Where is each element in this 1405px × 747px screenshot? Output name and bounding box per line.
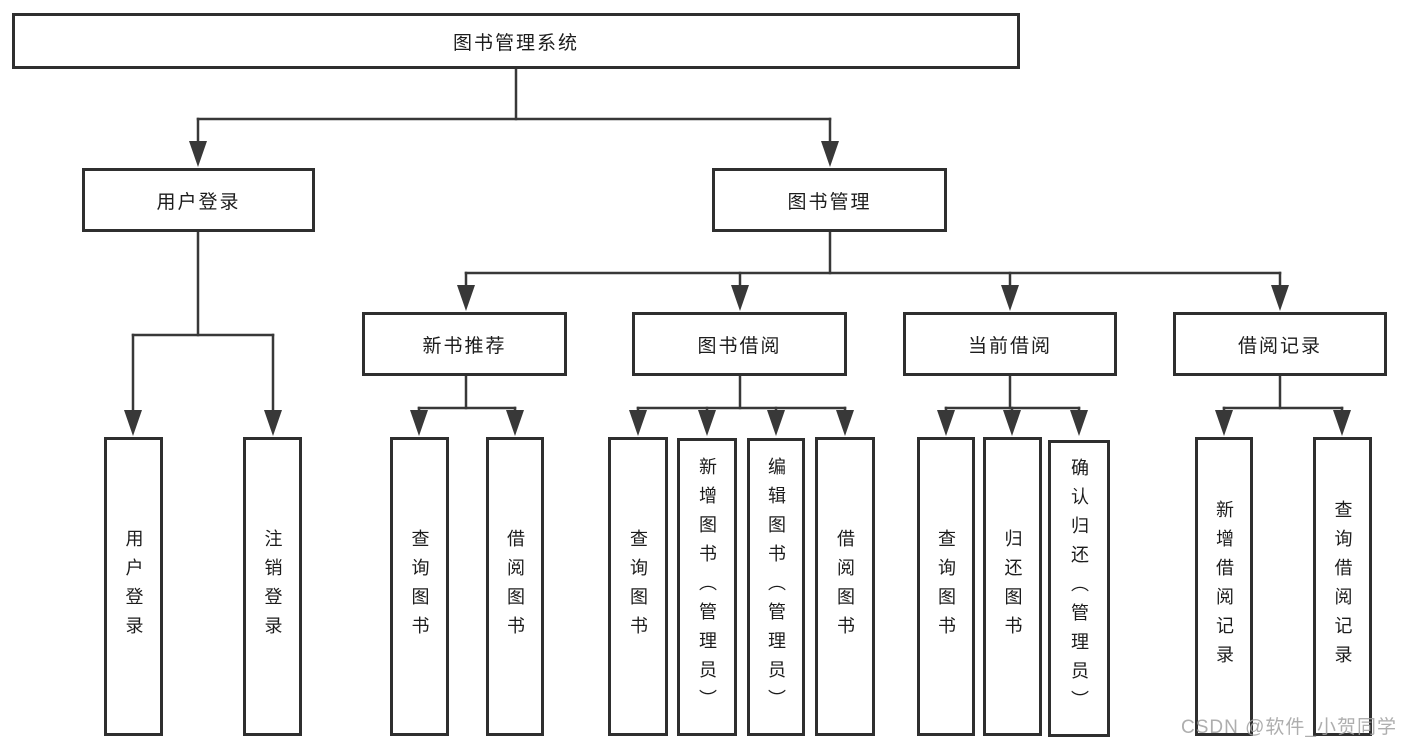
node-book-management: 图书管理 xyxy=(712,168,947,232)
connector-root-to-level2 xyxy=(196,68,832,150)
node-label: 归还图书 xyxy=(1002,528,1023,645)
leaf-query-borrow-record: 查询借阅记录 xyxy=(1313,437,1372,736)
node-user-login: 用户登录 xyxy=(82,168,315,232)
node-label: 借阅图书 xyxy=(505,528,525,645)
node-label: 用户登录 xyxy=(156,191,241,213)
node-label: 编辑图书（管理员） xyxy=(766,456,786,718)
connector-records-to-leaves xyxy=(1222,374,1344,420)
leaf-query-books-current: 查询图书 xyxy=(917,437,975,736)
leaf-confirm-return-admin: 确认归还（管理员） xyxy=(1048,440,1110,737)
node-root: 图书管理系统 xyxy=(12,13,1020,69)
node-label: 注销登录 xyxy=(262,528,283,645)
node-label: 借阅图书 xyxy=(835,528,855,645)
leaf-edit-book-admin: 编辑图书（管理员） xyxy=(747,438,805,736)
leaf-query-books-borrow: 查询图书 xyxy=(608,437,668,736)
node-label: 查询图书 xyxy=(409,528,430,645)
node-label: 新书推荐 xyxy=(422,335,507,357)
leaf-return-book: 归还图书 xyxy=(983,437,1042,736)
leaf-borrow-books-recommend: 借阅图书 xyxy=(486,437,544,736)
node-label: 新增图书（管理员） xyxy=(697,456,717,718)
node-new-book-recommend: 新书推荐 xyxy=(362,312,567,376)
node-label: 确认归还（管理员） xyxy=(1069,458,1089,719)
node-current-borrow: 当前借阅 xyxy=(903,312,1117,376)
leaf-add-borrow-record: 新增借阅记录 xyxy=(1195,437,1253,736)
node-label: 图书借阅 xyxy=(697,335,782,357)
leaf-query-books-recommend: 查询图书 xyxy=(390,437,449,736)
connector-bookmgmt-to-level3 xyxy=(464,230,1282,294)
leaf-user-login: 用户登录 xyxy=(104,437,163,736)
node-book-borrow: 图书借阅 xyxy=(632,312,847,376)
node-label: 新增借阅记录 xyxy=(1214,499,1234,674)
node-label: 当前借阅 xyxy=(967,335,1052,357)
leaf-borrow-books-2: 借阅图书 xyxy=(815,437,875,736)
watermark: CSDN @软件_小贺同学 xyxy=(1181,717,1397,738)
node-borrow-records: 借阅记录 xyxy=(1173,312,1387,376)
node-label: 借阅记录 xyxy=(1237,335,1322,357)
arrowheads xyxy=(124,141,1351,436)
node-label: 查询图书 xyxy=(936,528,956,645)
connector-newbook-to-leaves xyxy=(417,374,517,420)
leaf-logout: 注销登录 xyxy=(243,437,302,736)
node-label: 查询借阅记录 xyxy=(1332,499,1353,674)
node-label: 查询图书 xyxy=(628,528,648,645)
connector-userlogin-to-leaves xyxy=(131,230,275,420)
node-label: 图书管理系统 xyxy=(452,32,579,54)
node-label: 图书管理 xyxy=(787,191,872,213)
connector-bookborrow-to-leaves xyxy=(636,374,847,420)
node-label: 用户登录 xyxy=(123,528,144,645)
leaf-add-book-admin: 新增图书（管理员） xyxy=(677,438,737,736)
